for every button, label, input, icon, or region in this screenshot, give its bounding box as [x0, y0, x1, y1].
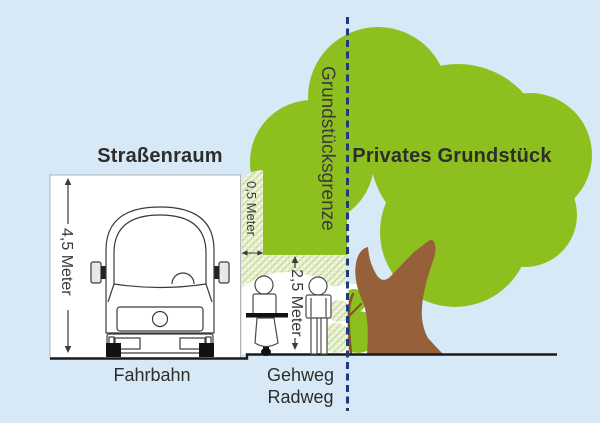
cycleway-label: Radweg: [267, 387, 334, 407]
measure-label-2-5m: 2,5 Meter: [288, 269, 305, 337]
truck-grille: [116, 306, 204, 332]
measure-label-4-5m: 4,5 Meter: [58, 228, 75, 296]
width-measure-0-5m: [241, 250, 264, 256]
truck-mirror-right: [218, 261, 230, 284]
handlebar: [246, 313, 288, 318]
truck-windshield: [113, 214, 207, 289]
truck-logo: [151, 310, 169, 328]
footway-label: Gehweg: [266, 365, 335, 385]
boundary-label: Grundstücksgrenze: [317, 66, 338, 231]
truck-front-icon: [90, 206, 230, 357]
height-measure-4-5m: [64, 178, 72, 353]
measure-label-0-5m: 0,5 Meter: [244, 181, 259, 236]
ground-line: [50, 353, 557, 360]
street-space-title: Straßenraum: [97, 145, 223, 167]
tree-trunk: [355, 240, 443, 354]
truck-mirror-left: [90, 261, 102, 284]
height-measure-2-5m: [291, 256, 299, 350]
crown-block-above-clearance: [263, 160, 347, 255]
bush-trimmed-hatch: [321, 300, 351, 353]
pedestrian-icon: [305, 276, 332, 355]
bike-wheel: [261, 348, 271, 356]
truck-wheel-left: [106, 343, 121, 357]
cyclist-icon: [246, 275, 288, 356]
clearance-strip-hatch: [242, 170, 263, 253]
road-label: Fahrbahn: [113, 365, 191, 385]
private-property-title: Privates Grundstück: [352, 145, 552, 167]
truck-wheel-right: [199, 343, 214, 357]
